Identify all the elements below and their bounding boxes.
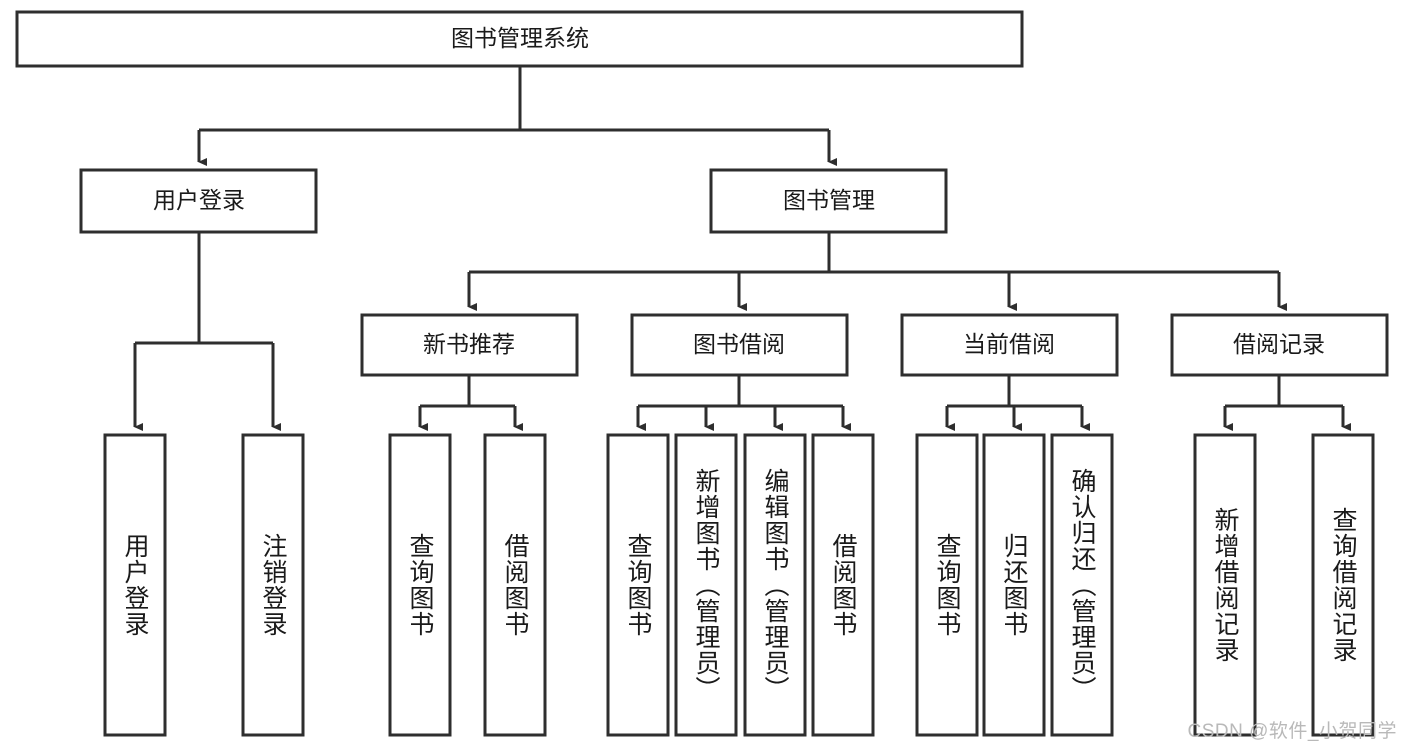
leaf-user-login-logout[interactable]: 注销登录 bbox=[241, 433, 305, 737]
leaf-current-borrow-confirm-label: 确认归还（管理员） bbox=[1068, 468, 1097, 702]
node-book-management-label: 图书管理 bbox=[783, 187, 875, 213]
leaf-current-borrow-return-label: 归还图书 bbox=[1000, 533, 1029, 637]
leaf-user-login-logout-label: 注销登录 bbox=[259, 533, 288, 637]
node-current-borrow-label: 当前借阅 bbox=[963, 331, 1055, 357]
node-root-label: 图书管理系统 bbox=[451, 25, 589, 51]
connector-borrow-record-to-leaves bbox=[1223, 375, 1351, 431]
node-borrow-record[interactable]: 借阅记录 bbox=[1170, 313, 1389, 377]
leaf-book-borrow-add[interactable]: 新增图书（管理员） bbox=[674, 433, 738, 737]
leaf-new-book-borrow[interactable]: 借阅图书 bbox=[483, 433, 547, 737]
leaf-current-borrow-query-label: 查询图书 bbox=[933, 533, 962, 637]
leaf-borrow-record-query[interactable]: 查询借阅记录 bbox=[1311, 433, 1375, 737]
connector-user-login-to-leaves bbox=[133, 232, 281, 431]
connector-root-to-level2 bbox=[197, 66, 837, 166]
connector-book-mgmt-to-level3 bbox=[467, 232, 1287, 311]
node-current-borrow[interactable]: 当前借阅 bbox=[900, 313, 1119, 377]
leaf-new-book-borrow-label: 借阅图书 bbox=[501, 533, 530, 637]
leaf-user-login-login-label: 用户登录 bbox=[121, 533, 150, 637]
leaf-new-book-query[interactable]: 查询图书 bbox=[388, 433, 452, 737]
node-borrow-record-label: 借阅记录 bbox=[1233, 331, 1325, 357]
leaf-book-borrow-edit[interactable]: 编辑图书（管理员） bbox=[743, 433, 807, 737]
node-user-login-label: 用户登录 bbox=[153, 187, 245, 213]
leaf-book-borrow-add-label: 新增图书（管理员） bbox=[692, 468, 721, 702]
leaf-book-borrow-query[interactable]: 查询图书 bbox=[606, 433, 670, 737]
node-book-borrow[interactable]: 图书借阅 bbox=[630, 313, 849, 377]
connector-current-borrow-to-leaves bbox=[945, 375, 1090, 431]
leaf-book-borrow-borrow[interactable]: 借阅图书 bbox=[811, 433, 875, 737]
leaf-borrow-record-query-label: 查询借阅记录 bbox=[1329, 507, 1358, 663]
node-new-book-recommend-label: 新书推荐 bbox=[423, 331, 515, 357]
leaf-book-borrow-query-label: 查询图书 bbox=[624, 533, 653, 637]
leaf-borrow-record-add[interactable]: 新增借阅记录 bbox=[1193, 433, 1257, 737]
node-new-book-recommend[interactable]: 新书推荐 bbox=[360, 313, 579, 377]
leaf-current-borrow-confirm[interactable]: 确认归还（管理员） bbox=[1050, 433, 1114, 737]
connector-book-borrow-to-leaves bbox=[636, 375, 851, 431]
leaf-new-book-query-label: 查询图书 bbox=[406, 533, 435, 637]
leaf-book-borrow-borrow-label: 借阅图书 bbox=[829, 533, 858, 637]
leaf-current-borrow-return[interactable]: 归还图书 bbox=[982, 433, 1046, 737]
leaf-borrow-record-add-label: 新增借阅记录 bbox=[1211, 507, 1240, 663]
node-user-login[interactable]: 用户登录 bbox=[79, 168, 318, 234]
connector-new-book-to-leaves bbox=[418, 375, 523, 431]
node-root[interactable]: 图书管理系统 bbox=[15, 10, 1024, 68]
leaf-user-login-login[interactable]: 用户登录 bbox=[103, 433, 167, 737]
node-book-management[interactable]: 图书管理 bbox=[709, 168, 948, 234]
leaf-current-borrow-query[interactable]: 查询图书 bbox=[915, 433, 979, 737]
node-book-borrow-label: 图书借阅 bbox=[693, 331, 785, 357]
leaf-book-borrow-edit-label: 编辑图书（管理员） bbox=[761, 468, 790, 702]
